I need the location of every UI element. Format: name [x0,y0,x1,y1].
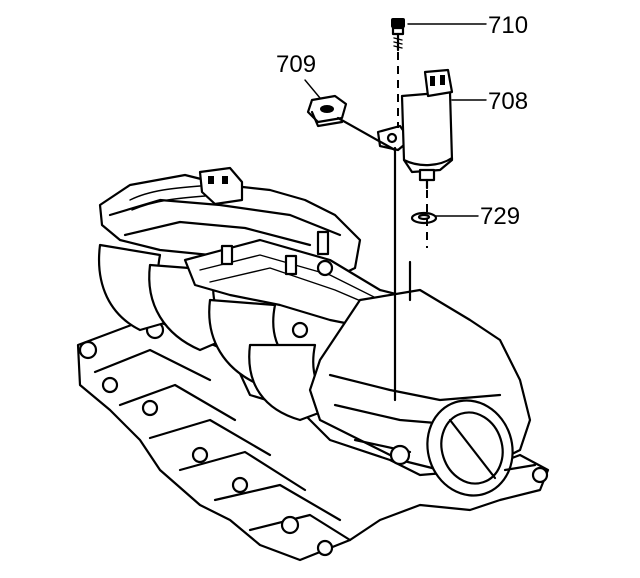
callout-708: 708 [488,88,528,115]
intake-manifold [76,166,550,562]
leader-709 [304,79,321,99]
alignment-lines [336,52,428,402]
bolt-710 [391,18,405,52]
seal-729 [410,211,438,225]
throttle-body [426,399,514,497]
callout-709: 709 [276,51,316,78]
sensor-708 [376,68,454,190]
callout-729: 729 [480,203,520,230]
cover-709 [306,94,348,128]
callout-710: 710 [488,12,528,39]
